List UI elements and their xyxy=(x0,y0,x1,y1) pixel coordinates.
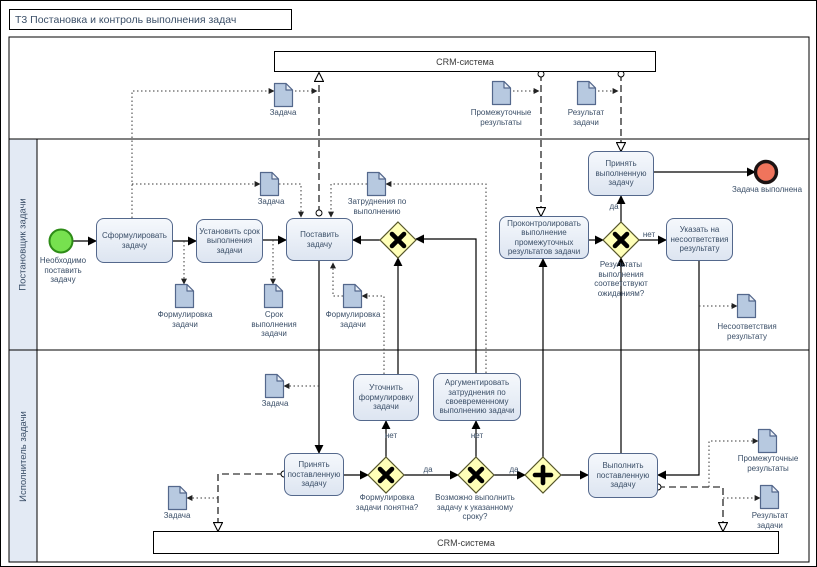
assoc-taskdoc-assign xyxy=(279,183,304,218)
lane-label-setter: Постановщик задачи xyxy=(17,198,29,291)
doc-label: Формулировка задачи xyxy=(325,310,381,329)
doc-label: Несоответствия результату xyxy=(717,322,777,341)
assoc-argue-difficulties xyxy=(385,181,487,373)
doc-result-crm-top xyxy=(576,80,597,106)
doc-task-crm-top xyxy=(273,82,294,108)
task-point-mismatch: Указать на несоответствия результату xyxy=(666,218,733,261)
doc-interim-exec xyxy=(757,428,778,454)
task-formulate: Сформулировать задачу xyxy=(96,218,173,263)
doc-wording-a xyxy=(174,283,195,309)
xor-icon xyxy=(389,231,407,249)
flow-mismatch-execute xyxy=(657,261,700,480)
doc-label: Затруднения по выполнению xyxy=(347,197,407,216)
task-execute: Выполнить поставленную задачу xyxy=(588,453,658,498)
lane-header-setter xyxy=(8,138,38,351)
gateway-wording-label: Формулировка задачи понятна? xyxy=(355,493,419,512)
xor-icon xyxy=(377,466,395,484)
doc-label: Формулировка задачи xyxy=(157,310,213,329)
lane-header-executor xyxy=(8,349,38,563)
edge-label-no: нет xyxy=(384,431,398,440)
xor-icon xyxy=(467,466,485,484)
doc-task-exec-a xyxy=(264,373,285,399)
edge-label-no: нет xyxy=(642,230,656,239)
lane-label-executor: Исполнитель задачи xyxy=(17,410,29,502)
doc-label: Результат задачи xyxy=(567,108,605,127)
flow-argue-gw1 xyxy=(415,234,477,373)
task-monitor: Проконтролировать выполнение промежуточн… xyxy=(499,216,589,259)
assoc-difficulties-assign xyxy=(328,183,367,218)
edge-label-no: нет xyxy=(470,431,484,440)
end-event-label: Задача выполнена xyxy=(731,185,803,194)
doc-wording-b xyxy=(342,283,363,309)
outer-frame xyxy=(8,36,810,563)
edge-label-yes: да xyxy=(423,465,433,474)
start-event-label: Необходимо поставить задачу xyxy=(39,256,87,285)
end-event xyxy=(753,159,779,185)
doc-difficulties xyxy=(366,171,387,197)
doc-task-setter xyxy=(259,171,280,197)
task-clarify: Уточнить формулировку задачи xyxy=(353,374,419,421)
assoc-clarify-wording xyxy=(361,293,385,374)
plus-icon xyxy=(532,464,554,486)
msg-acceptassigned-crmbottom xyxy=(218,474,284,531)
gateway-deadline-label: Возможно выполнить задачу к указанному с… xyxy=(435,493,515,522)
doc-label: Задача xyxy=(257,197,285,206)
doc-label: Задача xyxy=(269,108,297,117)
doc-label: Задача xyxy=(163,511,191,520)
doc-interim-crm-top xyxy=(491,80,512,106)
msg-execute-crmbottom xyxy=(658,487,723,531)
doc-task-exec-b xyxy=(167,485,188,511)
edge-label-yes: да xyxy=(609,202,619,211)
task-assign: Поставить задачу xyxy=(286,218,353,261)
task-accept-done: Принять выполненную задачу xyxy=(588,151,654,196)
doc-label: Результат задачи xyxy=(751,511,789,530)
task-argue: Аргументировать затруднения по своевреме… xyxy=(433,373,521,421)
doc-label: Промежуточные результаты xyxy=(470,108,532,127)
task-accept-assigned: Принять поставленную задачу xyxy=(284,453,344,496)
assoc-wording-assign xyxy=(330,262,343,297)
doc-mismatch xyxy=(736,293,757,319)
doc-label: Промежуточные результаты xyxy=(737,454,799,473)
gateway-results-label: Результаты выполнения соответствуют ожид… xyxy=(594,260,648,298)
doc-label: Задача xyxy=(261,399,289,408)
crm-band-top: CRM-система xyxy=(274,51,656,72)
doc-label: Срок выполнения задачи xyxy=(251,310,297,339)
crm-band-bottom: CRM-система xyxy=(153,531,779,554)
doc-deadline xyxy=(263,283,284,309)
xor-icon xyxy=(612,231,630,249)
edge-label-yes: да xyxy=(509,465,519,474)
task-set-deadline: Установить срок выполнения задачи xyxy=(196,219,263,263)
doc-result-exec xyxy=(759,484,780,510)
diagram-title: Т3 Постановка и контроль выполнения зада… xyxy=(9,9,292,30)
start-event xyxy=(48,228,74,254)
